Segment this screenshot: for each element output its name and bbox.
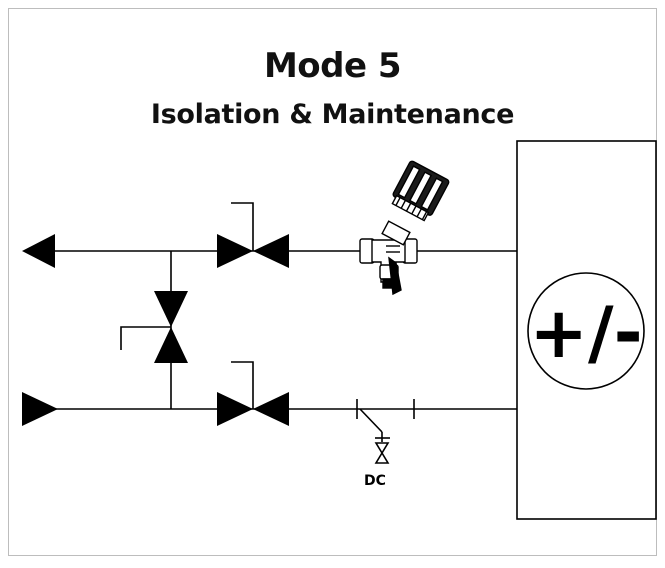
diagram-subtitle: Isolation & Maintenance — [150, 99, 515, 130]
strainer-leg — [359, 408, 383, 433]
drain-valve-top — [374, 442, 390, 455]
supply-outlet-arrow — [22, 234, 55, 268]
terminal-unit-circle — [527, 272, 645, 390]
diagram-title: Mode 5 — [263, 46, 402, 86]
terminal-unit-box — [516, 140, 657, 520]
bypass-valve-bottom — [154, 327, 188, 363]
bottom-valve-handle — [231, 361, 254, 409]
control-valve-icon — [359, 160, 450, 296]
bottom-isolation-valve-right — [253, 392, 289, 426]
return-inlet-arrow — [22, 392, 58, 426]
top-isolation-valve-left — [217, 234, 253, 268]
top-valve-handle — [231, 202, 254, 251]
drain-valve-label: DC — [364, 473, 386, 489]
terminal-unit-label: +/- — [529, 292, 642, 374]
bypass-valve-handle — [120, 326, 171, 350]
top-isolation-valve-right — [253, 234, 289, 268]
drain-valve-bottom — [374, 451, 390, 464]
bypass-valve-top — [154, 291, 188, 327]
bottom-isolation-valve-left — [217, 392, 253, 426]
